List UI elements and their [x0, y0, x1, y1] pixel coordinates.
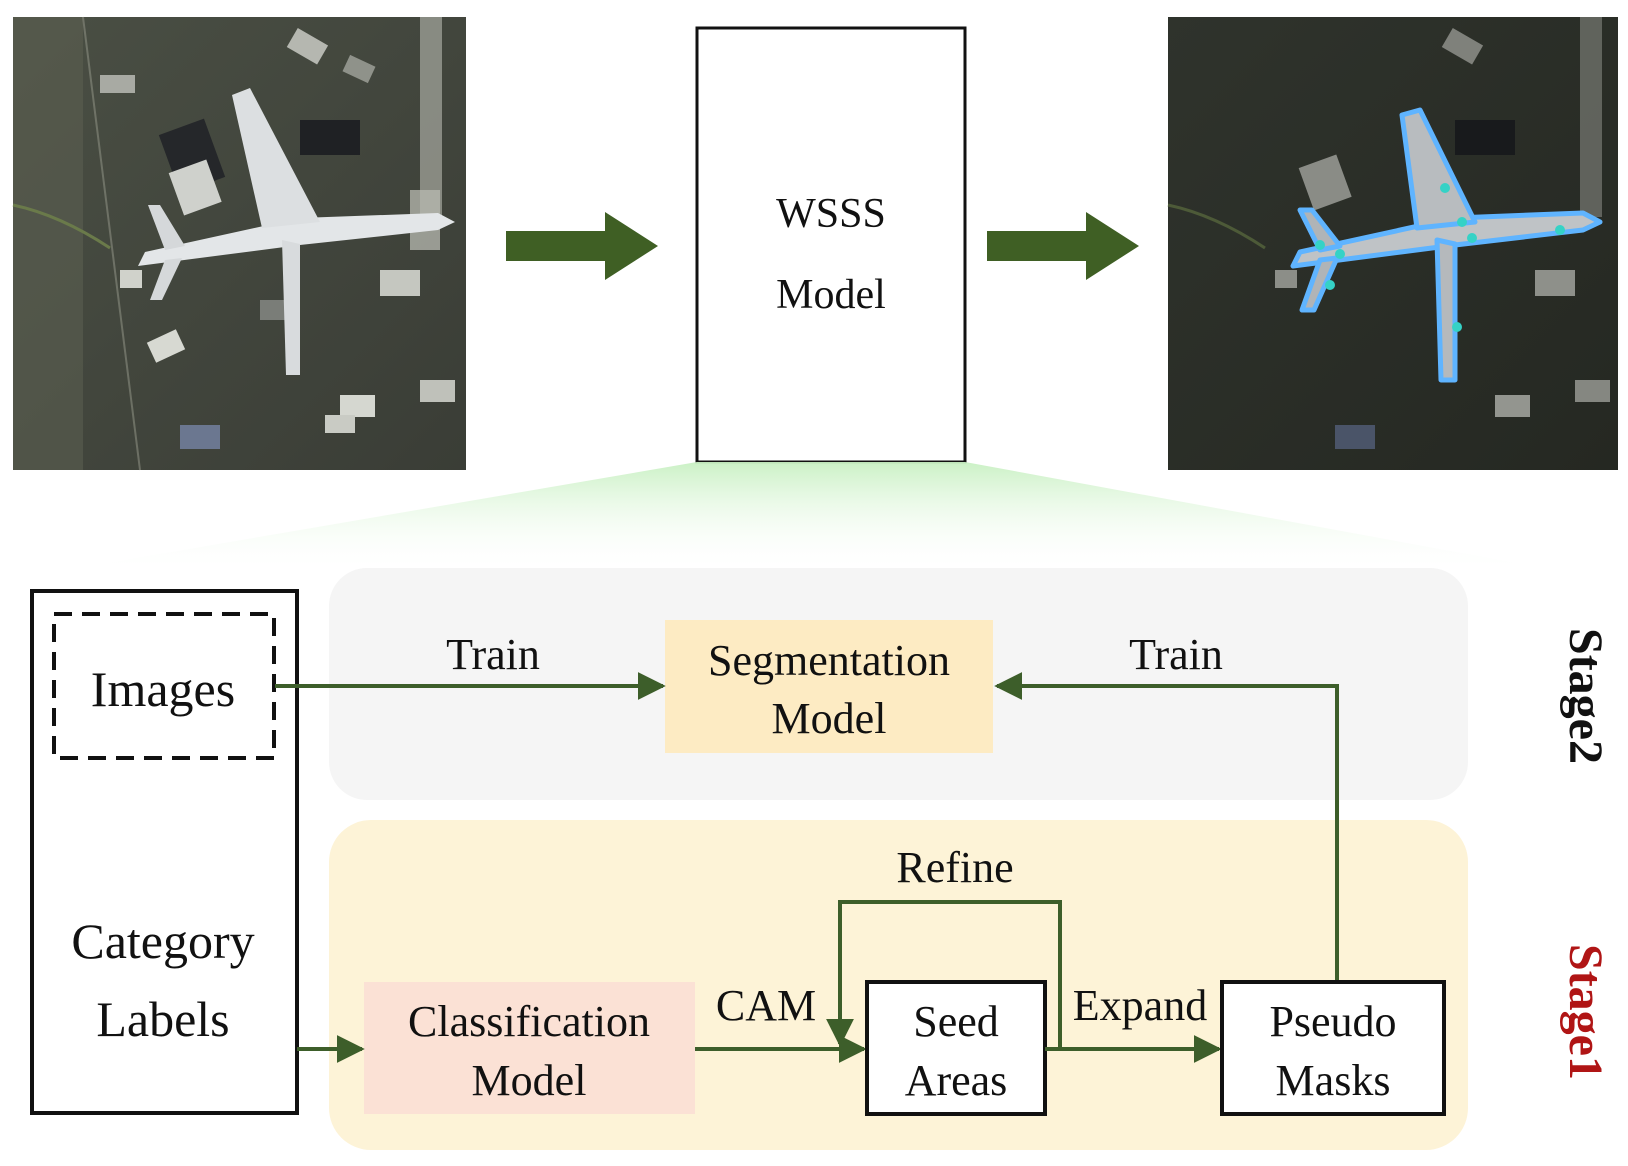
pseudo-masks-line1: Pseudo — [1269, 997, 1396, 1046]
wsss-line1: WSSS — [776, 191, 886, 237]
cam-label: CAM — [716, 981, 816, 1030]
refine-label: Refine — [896, 843, 1013, 892]
segmentation-line2: Model — [772, 694, 887, 743]
wsss-line2: Model — [776, 272, 886, 318]
airplane-shape — [138, 88, 455, 375]
pseudo-masks-box — [1220, 980, 1446, 1116]
input-aerial-image — [12, 16, 466, 471]
classification-model-box — [364, 982, 695, 1114]
category-label-line1: Category — [71, 913, 254, 969]
classification-line1: Classification — [408, 997, 650, 1046]
seed-areas-line2: Areas — [905, 1056, 1008, 1105]
refine-loop-arrow — [826, 900, 1062, 1049]
wsss-model-box — [695, 26, 967, 464]
output-aerial-image — [1167, 17, 1618, 470]
keypoints — [1315, 183, 1565, 332]
segmented-airplane — [1290, 107, 1603, 383]
training-data-box — [30, 589, 299, 1115]
train-label-left: Train — [446, 630, 540, 679]
classification-line2: Model — [472, 1056, 587, 1105]
images-dashed-box — [52, 612, 276, 760]
train-label-right: Train — [1129, 630, 1223, 679]
seed-areas-line1: Seed — [913, 997, 999, 1046]
segmentation-line1: Segmentation — [708, 636, 950, 685]
train-arrow-right — [994, 672, 1339, 982]
pseudo-masks-line2: Masks — [1276, 1056, 1391, 1105]
zoom-fan — [55, 462, 1565, 572]
stage2-label: Stage2 — [1559, 628, 1612, 764]
flow-arrow-1 — [506, 212, 658, 280]
stage1-label: Stage1 — [1559, 944, 1612, 1080]
segmentation-model-box — [665, 620, 993, 753]
category-label-line2: Labels — [96, 991, 229, 1047]
images-label: Images — [91, 661, 235, 717]
flow-arrow-2 — [987, 212, 1139, 280]
expand-label: Expand — [1073, 981, 1207, 1030]
